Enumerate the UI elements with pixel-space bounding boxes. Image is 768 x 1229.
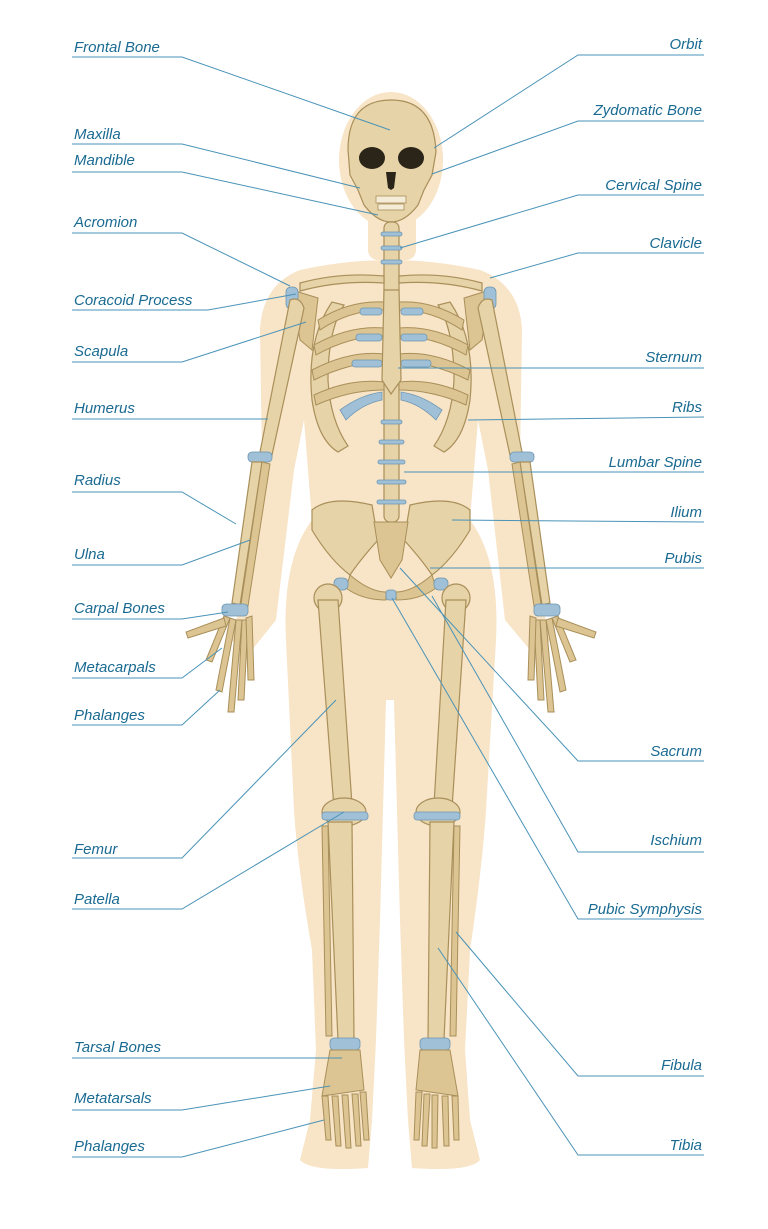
label-metacarpals: Metacarpals: [74, 659, 156, 676]
label-maxilla: Maxilla: [74, 126, 121, 143]
left-orbit: [359, 147, 385, 169]
right-arm: [477, 298, 597, 713]
skull: [347, 99, 437, 223]
label-orbit: Orbit: [669, 36, 702, 53]
label-clavicle: Clavicle: [649, 235, 702, 252]
sacrum-bone: [373, 521, 409, 579]
label-acromion: Acromion: [73, 214, 137, 231]
label-humerus: Humerus: [74, 400, 135, 417]
label-coracoid-process: Coracoid Process: [74, 292, 193, 309]
left-labels: Frontal Bone Maxilla Mandible Acromion C…: [72, 39, 391, 1158]
label-sacrum: Sacrum: [650, 743, 702, 760]
label-scapula: Scapula: [74, 343, 128, 360]
upper-teeth: [375, 195, 407, 204]
label-radius: Radius: [74, 472, 121, 489]
right-labels: Orbit Zydomatic Bone Cervical Spine Clav…: [391, 36, 705, 1156]
rib-cage: [310, 289, 472, 453]
label-femur: Femur: [74, 841, 118, 858]
label-cervical-spine: Cervical Spine: [605, 177, 702, 194]
left-arm: [185, 298, 305, 713]
label-phalanges-foot: Phalanges: [74, 1138, 145, 1155]
label-frontal-bone: Frontal Bone: [74, 39, 160, 56]
label-pubis: Pubis: [664, 550, 702, 567]
label-tarsal-bones: Tarsal Bones: [74, 1039, 161, 1056]
label-ischium: Ischium: [650, 832, 702, 849]
label-carpal-bones: Carpal Bones: [74, 600, 165, 617]
label-fibula: Fibula: [661, 1057, 702, 1074]
label-ulna: Ulna: [74, 546, 105, 563]
label-mandible: Mandible: [74, 152, 135, 169]
right-leg: [413, 583, 471, 1149]
right-orbit: [398, 147, 424, 169]
label-ilium: Ilium: [670, 504, 702, 521]
label-sternum: Sternum: [645, 349, 702, 366]
label-pubic-symphysis: Pubic Symphysis: [588, 901, 703, 918]
label-lumbar-spine: Lumbar Spine: [609, 454, 702, 471]
left-leg: [313, 583, 370, 1149]
label-ribs: Ribs: [672, 399, 703, 416]
label-zygomatic-bone: Zydomatic Bone: [593, 102, 702, 119]
label-patella: Patella: [74, 891, 120, 908]
pelvis: [311, 500, 471, 601]
label-tibia: Tibia: [670, 1137, 702, 1154]
label-metatarsals: Metatarsals: [74, 1090, 152, 1107]
nasal-cavity: [386, 172, 396, 190]
lower-teeth: [377, 203, 405, 211]
label-phalanges-hand: Phalanges: [74, 707, 145, 724]
sternum-bone: [381, 289, 402, 396]
